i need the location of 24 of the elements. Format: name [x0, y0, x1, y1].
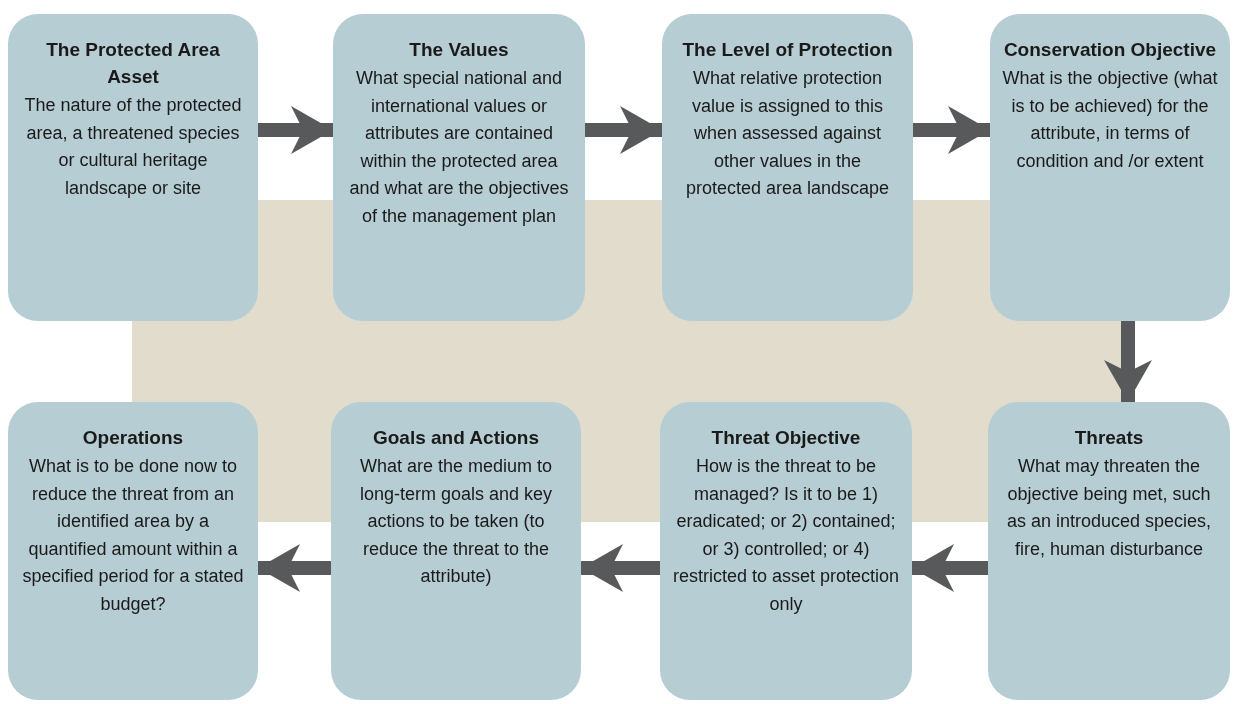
box-text: What relative protection value is assigned to this when assessed against other values in the protected area landscape [684, 67, 891, 200]
box-heading: The Level of Protection [682, 38, 893, 62]
process-box [662, 14, 913, 321]
process-box [988, 402, 1230, 700]
process-box [660, 402, 912, 700]
process-box [333, 14, 585, 321]
box-heading: The Protected Area Asset [45, 38, 221, 89]
box-heading: Conservation Objective [1003, 38, 1217, 62]
box-text: How is the threat to be managed? Is it to be 1) eradicated; or 2) contained; or 3) controlled; or 4) restricted to asset protection only [672, 455, 900, 616]
process-box [8, 14, 258, 321]
box-text: What are the medium to long-term goals and key actions to be taken (to reduce the threat to the attribute) [358, 455, 554, 588]
box-text: The nature of the protected area, a threatened species or cultural heritage landscape or site [23, 94, 243, 200]
process-box [990, 14, 1230, 321]
box-heading: Operations [82, 426, 184, 450]
box-text: What is to be done now to reduce the threat from an identified area by a quantified amount within a specified period for a stated budget? [21, 455, 245, 616]
process-box [8, 402, 258, 700]
box-heading: Threats [1074, 426, 1144, 450]
box-text: What special national and international values or attributes are contained within the protected area and what are the objectives of the management plan [348, 67, 570, 228]
process-box [331, 402, 581, 700]
box-heading: The Values [409, 38, 509, 62]
box-heading: Threat Objective [711, 426, 861, 450]
box-text: What may threaten the objective being met, such as an introduced species, fire, human disturbance [1005, 455, 1213, 561]
box-text: What is the objective (what is to be achieved) for the attribute, in terms of condition and /or extent [1002, 67, 1218, 173]
box-heading: Goals and Actions [372, 426, 540, 450]
